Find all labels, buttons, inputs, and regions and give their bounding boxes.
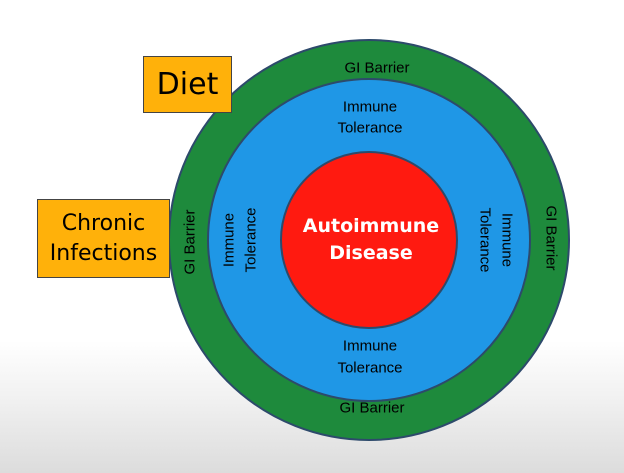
immune-tolerance-top-label-line1: Immune [343, 99, 397, 116]
gi-barrier-left-label: GI Barrier [182, 209, 199, 274]
diet-label: Diet [156, 66, 219, 102]
immune-tolerance-top-label-line2: Tolerance [337, 120, 402, 137]
gi-barrier-right-label: GI Barrier [543, 205, 560, 270]
diet-label-box: Diet [143, 56, 232, 113]
immune-tolerance-right-label-line2: Tolerance [477, 207, 494, 272]
immune-tolerance-bottom-label-line2: Tolerance [337, 360, 402, 377]
immune-tolerance-left-label-line2: Tolerance [243, 207, 260, 272]
gi-barrier-top-label: GI Barrier [344, 60, 409, 77]
chronic-infections-label-line2: Infections [49, 240, 158, 266]
immune-tolerance-right-label-line1: Immune [499, 213, 516, 267]
immune-tolerance-bottom-label-line1: Immune [343, 338, 397, 355]
chronic-infections-label-line1: Chronic [61, 210, 146, 236]
core-label-line1: Autoimmune [303, 215, 439, 237]
gi-barrier-bottom-label: GI Barrier [339, 400, 404, 417]
core-autoimmune-disease [280, 151, 458, 329]
chronic-infections-label-box: Chronic Infections [37, 199, 170, 278]
immune-tolerance-left-label-line1: Immune [221, 213, 238, 267]
core-label-line2: Disease [329, 242, 413, 264]
